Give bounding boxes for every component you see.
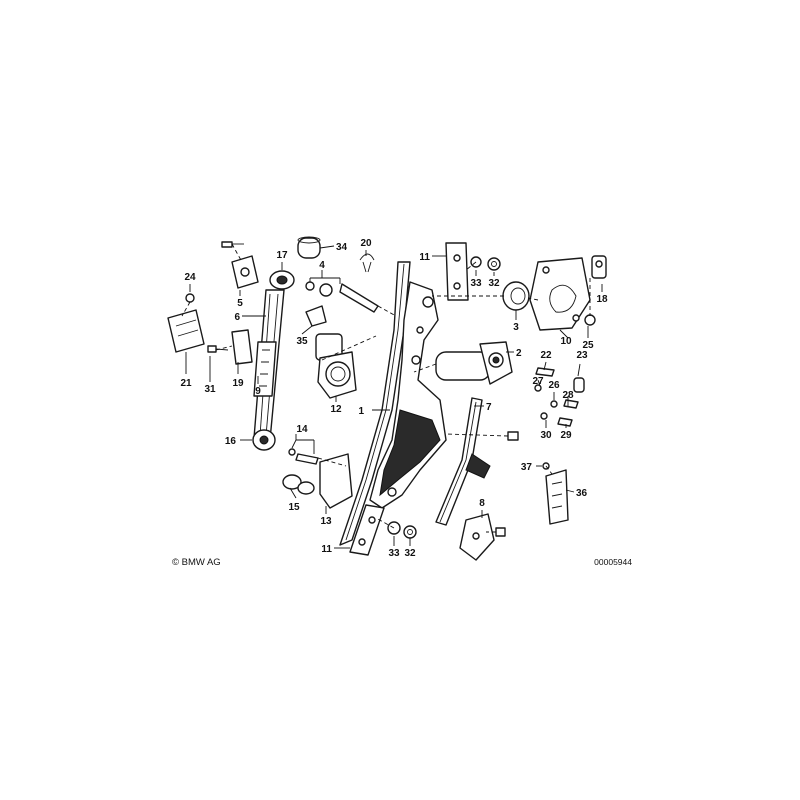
callout-25: 25 <box>582 340 594 351</box>
part-seal-ring <box>502 281 530 311</box>
callout-7: 7 <box>486 402 492 413</box>
part-guide-piece <box>253 341 277 397</box>
part-rail-clip-bottom <box>349 504 385 556</box>
callout-3: 3 <box>513 322 519 333</box>
part-cover <box>545 469 569 525</box>
part-wire-clip <box>359 253 375 273</box>
callout-29: 29 <box>560 430 572 441</box>
callout-20: 20 <box>360 238 372 249</box>
part-mount-bracket <box>231 255 259 289</box>
part-rail-clip-top <box>445 242 469 301</box>
part-lifting-rail <box>435 397 491 526</box>
callout-32-bottom: 32 <box>404 548 416 559</box>
part-side-bracket <box>167 309 205 353</box>
callout-6: 6 <box>234 312 240 323</box>
callout-33-top: 33 <box>470 278 482 289</box>
callout-2: 2 <box>516 348 522 359</box>
part-cable-holder <box>591 255 607 279</box>
callout-12: 12 <box>330 404 342 415</box>
part-regulator-body <box>369 281 447 509</box>
callout-18: 18 <box>596 294 608 305</box>
part-bottom-bracket <box>459 513 495 561</box>
callout-22: 22 <box>540 350 552 361</box>
callout-32-top: 32 <box>488 278 500 289</box>
callout-31: 31 <box>204 384 216 395</box>
part-fasteners <box>185 241 596 539</box>
part-pulley-top <box>269 270 295 290</box>
callout-1: 1 <box>358 406 364 417</box>
part-lower-bracket <box>319 453 353 509</box>
callout-8: 8 <box>479 498 485 509</box>
callouts: 1 2 3 4 5 6 7 8 9 10 11 11 12 13 14 15 1… <box>180 238 608 559</box>
callout-35: 35 <box>296 336 308 347</box>
callout-4: 4 <box>319 260 325 271</box>
part-motor <box>435 341 513 385</box>
callout-30: 30 <box>540 430 552 441</box>
callout-21: 21 <box>180 378 192 389</box>
part-pulley-bottom <box>252 429 276 451</box>
part-support-plate <box>529 257 591 331</box>
part-spacer <box>297 236 321 259</box>
leader-lines <box>185 245 603 549</box>
callout-14: 14 <box>296 424 308 435</box>
callout-34: 34 <box>336 242 348 253</box>
callout-11-top: 11 <box>419 252 430 263</box>
callout-15: 15 <box>288 502 300 513</box>
callout-11-bottom: 11 <box>321 544 332 555</box>
part-clip <box>231 329 253 365</box>
part-drive-motor <box>315 333 357 399</box>
callout-17: 17 <box>276 250 288 261</box>
callout-16: 16 <box>225 436 237 447</box>
callout-36: 36 <box>576 488 588 499</box>
callout-37: 37 <box>521 462 533 473</box>
callout-33-bottom: 33 <box>388 548 400 559</box>
callout-19: 19 <box>232 378 244 389</box>
callout-5: 5 <box>237 298 243 309</box>
assembly-lines <box>181 243 591 533</box>
copyright-text: © BMW AG <box>172 557 221 568</box>
callout-23: 23 <box>576 350 588 361</box>
callout-27: 27 <box>532 376 544 387</box>
callout-10: 10 <box>560 336 572 347</box>
diagram-reference-number: 00005944 <box>594 557 632 567</box>
callout-9: 9 <box>255 386 261 397</box>
callout-28: 28 <box>562 390 574 401</box>
callout-24: 24 <box>184 272 196 283</box>
callout-26: 26 <box>548 380 560 391</box>
callout-13: 13 <box>320 516 332 527</box>
